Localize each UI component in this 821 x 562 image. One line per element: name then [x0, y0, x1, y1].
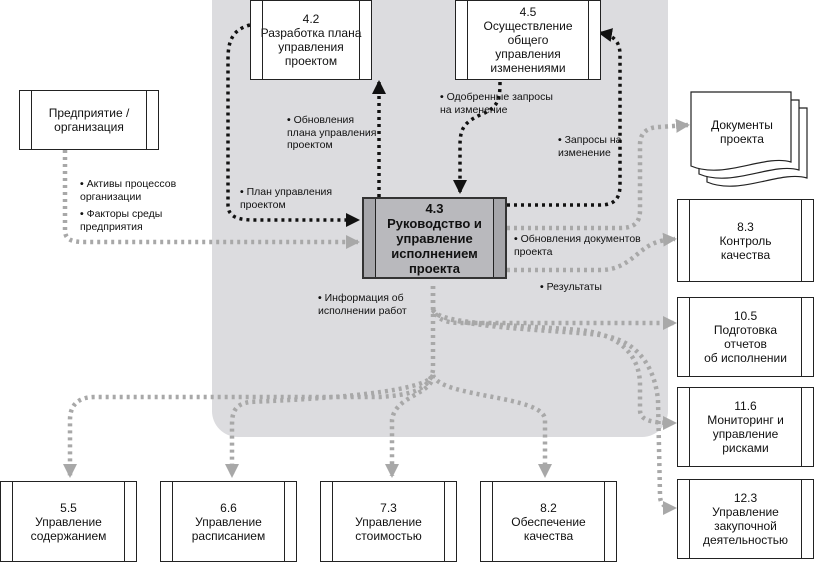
process-number: 5.5: [60, 500, 77, 515]
process-5-5-box[interactable]: 5.5 Управление содержанием: [0, 481, 137, 562]
process-title: Руководство и управление исполнением про…: [387, 215, 482, 276]
process-12-3-box[interactable]: 12.3 Управление закупочной деятельностью: [677, 479, 814, 559]
process-number: 4.3: [425, 200, 444, 216]
process-4-5-box[interactable]: 4.5 Осуществление общего управления изме…: [455, 0, 601, 80]
process-title: Управление закупочной деятельностью: [702, 505, 789, 547]
process-title: Мониторинг и управление рисками: [707, 413, 784, 455]
label-org-assets: • Активы процессов организации: [80, 178, 177, 203]
process-title: Осуществление общего управления изменени…: [483, 19, 573, 75]
process-number: 10.5: [733, 309, 758, 323]
enterprise-title: Предприятие / организация: [48, 106, 130, 134]
process-number: 4.5: [519, 5, 537, 19]
label-doc-updates: • Обновления документов проекта: [514, 233, 641, 258]
process-number: 7.3: [380, 500, 397, 515]
label-env-factors: • Факторы среды предприятия: [80, 208, 163, 233]
arrow-enterprise-to-central: [62, 150, 360, 249]
process-title: Подготовка отчетов об исполнении: [704, 323, 787, 365]
label-change-requests: • Запросы на изменение: [558, 134, 622, 159]
process-4-2-box[interactable]: 4.2 Разработка плана управления проектом: [250, 0, 372, 80]
process-7-3-box[interactable]: 7.3 Управление стоимостью: [320, 481, 457, 562]
process-title: Управление содержанием: [30, 514, 107, 543]
process-number: 11.6: [734, 399, 757, 413]
process-6-6-box[interactable]: 6.6 Управление расписанием: [160, 481, 297, 562]
documents-shape: [690, 91, 808, 187]
arrow-to-66: [225, 373, 436, 478]
process-title: Управление стоимостью: [355, 514, 422, 543]
process-number: 8.3: [737, 219, 754, 234]
process-number: 12.3: [733, 491, 758, 505]
arrow-central-to-docs: [507, 118, 690, 231]
process-8-3-box[interactable]: 8.3 Контроль качества: [677, 199, 814, 282]
process-title: Обеспечение качества: [511, 514, 586, 543]
arrow-central-to-83: [507, 232, 677, 273]
enterprise-box[interactable]: Предприятие / организация: [19, 90, 159, 150]
label-pm-plan: • План управления проектом: [240, 186, 333, 211]
documents-title: Документы проекта: [711, 118, 773, 146]
process-8-2-box[interactable]: 8.2 Обеспечение качества: [480, 481, 617, 562]
process-number: 4.2: [302, 12, 320, 26]
arrow-central-to-123: [430, 308, 677, 515]
arrow-to-55: [63, 369, 436, 478]
arrow-45-to-central: [453, 81, 502, 194]
arrow-central-to-105: [430, 286, 677, 330]
process-title: Контроль качества: [719, 233, 772, 262]
process-10-5-box[interactable]: 10.5 Подготовка отчетов об исполнении: [677, 297, 814, 377]
label-plan-updates: • Обновления плана управления проектом: [287, 114, 377, 151]
label-perf-info: • Информация об исполнении работ: [318, 292, 407, 317]
process-title: Разработка плана управления проектом: [260, 26, 362, 68]
label-results: • Результаты: [540, 281, 602, 293]
process-4-3-central-box[interactable]: 4.3 Руководство и управление исполнением…: [362, 197, 507, 279]
arrow-central-to-116: [430, 308, 677, 430]
process-number: 6.6: [220, 500, 237, 515]
process-11-6-box[interactable]: 11.6 Мониторинг и управление рисками: [677, 387, 814, 467]
arrow-to-73: [385, 374, 436, 478]
arrow-plan-to-central: [226, 23, 360, 227]
process-title: Управление расписанием: [191, 514, 266, 543]
label-approved-requests: • Одобренные запросы на изменение: [440, 91, 553, 116]
process-number: 8.2: [540, 500, 557, 515]
arrow-to-82: [430, 373, 552, 478]
